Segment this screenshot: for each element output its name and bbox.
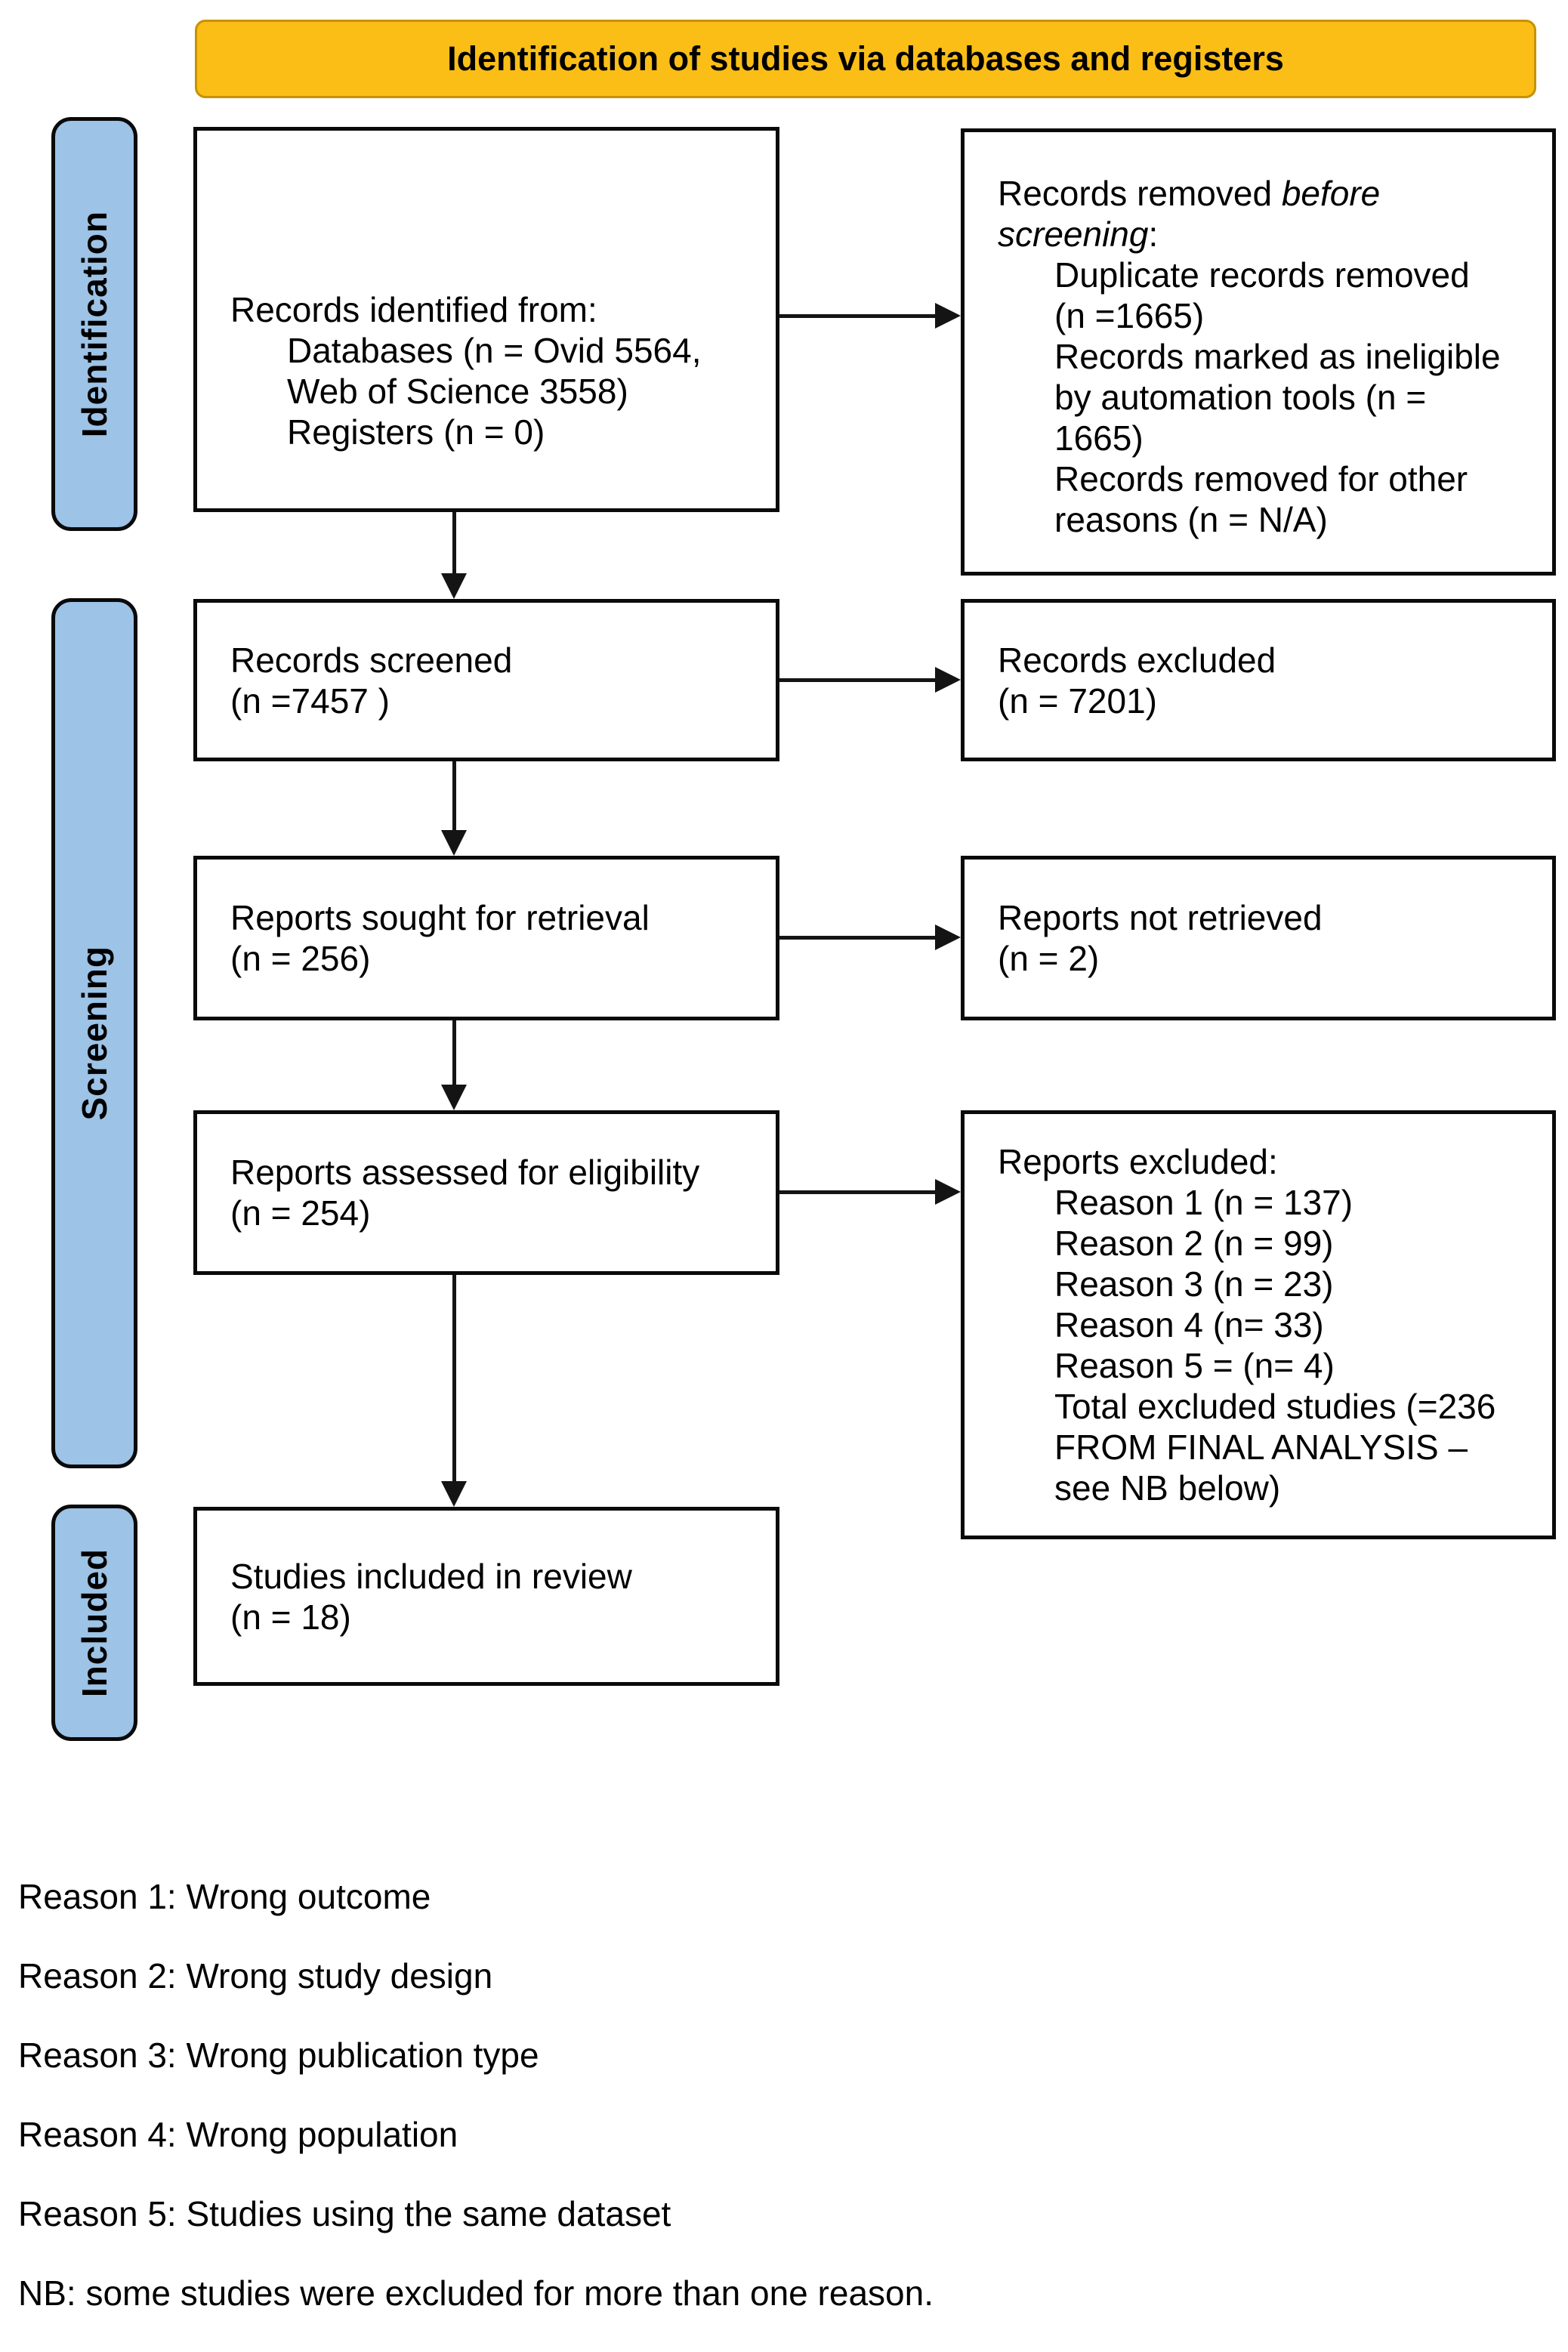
arrow-assessed-to-reportsexcluded-line [779, 1190, 937, 1194]
text-line: Records identified from: [230, 290, 597, 329]
arrow-screened-to-sought-line [452, 761, 456, 831]
text-line: Reason 4: Wrong population [18, 2115, 458, 2154]
text-line: Reason 3 (n = 23) [1054, 1264, 1334, 1304]
arrow-identified-to-removed-head-icon [935, 303, 961, 329]
text-line: see NB below) [1054, 1468, 1281, 1508]
arrow-screened-to-sought-head-icon [441, 830, 467, 856]
stage-label-identification: Identification [51, 117, 137, 531]
box-records-excluded: Records excluded(n = 7201) [961, 599, 1556, 761]
arrow-identified-to-removed-line [779, 314, 937, 318]
stage-label-included: Included [51, 1505, 137, 1741]
banner: Identification of studies via databases … [195, 20, 1536, 98]
arrow-assessed-to-included-line [452, 1275, 456, 1482]
stage-label-screening-text: Screening [75, 946, 114, 1121]
banner-title: Identification of studies via databases … [447, 39, 1284, 78]
arrow-identified-to-screened-line [452, 512, 456, 576]
text-line: Records excluded [998, 640, 1276, 680]
box-studies-included: Studies included in review(n = 18) [193, 1507, 779, 1686]
text-line: Web of Science 3558) [287, 372, 628, 411]
text-line: Reports excluded: [998, 1142, 1278, 1181]
box-reports-excluded: Reports excluded:Reason 1 (n = 137)Reaso… [961, 1110, 1556, 1539]
text-line: (n = 2) [998, 939, 1100, 978]
text-line: Reason 1: Wrong outcome [18, 1877, 431, 1916]
text-line: reasons (n = N/A) [1054, 500, 1328, 539]
text-line: NB: some studies were excluded for more … [18, 2273, 934, 2313]
arrow-sought-to-notretrieved-head-icon [935, 924, 961, 950]
box-records-identified: Records identified from:Databases (n = O… [193, 127, 779, 512]
arrow-sought-to-notretrieved-line [779, 936, 937, 940]
text-line: Total excluded studies (=236 [1054, 1387, 1496, 1426]
text-line: Reason 5: Studies using the same dataset [18, 2194, 671, 2233]
text-line: Records removed for other [1054, 459, 1468, 498]
stage-label-identification-text: Identification [75, 210, 114, 438]
text-line: Records screened [230, 640, 513, 680]
text-line: 1665) [1054, 418, 1144, 458]
text-line: Reason 2 (n = 99) [1054, 1224, 1334, 1263]
text-line: Reports not retrieved [998, 898, 1323, 937]
text-line: Duplicate records removed [1054, 255, 1470, 295]
text-line: Records removed before [998, 174, 1381, 213]
text-line: Reports assessed for eligibility [230, 1153, 700, 1192]
text-line: Databases (n = Ovid 5564, [287, 331, 702, 370]
text-line: (n = 18) [230, 1597, 351, 1637]
text-line: Registers (n = 0) [287, 412, 545, 452]
arrow-identified-to-screened-head-icon [441, 573, 467, 599]
stage-label-included-text: Included [75, 1548, 114, 1698]
text-line: Studies included in review [230, 1556, 632, 1596]
text-line: by automation tools (n = [1054, 378, 1427, 417]
arrow-screened-to-excluded-line [779, 678, 937, 682]
text-line: (n = 7201) [998, 681, 1157, 721]
text-line: (n = 254) [230, 1193, 371, 1233]
text-line: (n =7457 ) [230, 681, 390, 721]
box-reports-assessed: Reports assessed for eligibility(n = 254… [193, 1110, 779, 1275]
arrow-sought-to-assessed-head-icon [441, 1085, 467, 1110]
box-reports-not-retrieved: Reports not retrieved(n = 2) [961, 856, 1556, 1020]
text-line: FROM FINAL ANALYSIS – [1054, 1428, 1468, 1467]
text-line: Reason 3: Wrong publication type [18, 2036, 539, 2075]
text-line: Reason 2: Wrong study design [18, 1956, 493, 1995]
arrow-assessed-to-included-head-icon [441, 1481, 467, 1507]
text-line: (n =1665) [1054, 296, 1205, 335]
text-line: screening: [998, 215, 1159, 254]
text-line: Records marked as ineligible [1054, 337, 1501, 376]
box-reports-sought: Reports sought for retrieval(n = 256) [193, 856, 779, 1020]
box-records-screened: Records screened(n =7457 ) [193, 599, 779, 761]
arrow-sought-to-assessed-line [452, 1020, 456, 1085]
arrow-screened-to-excluded-head-icon [935, 667, 961, 693]
text-line: Reason 5 = (n= 4) [1054, 1346, 1335, 1385]
text-line: (n = 256) [230, 939, 371, 978]
text-line: Reason 4 (n= 33) [1054, 1305, 1324, 1344]
stage-label-screening: Screening [51, 598, 137, 1468]
arrow-assessed-to-reportsexcluded-head-icon [935, 1179, 961, 1205]
text-line: Reports sought for retrieval [230, 898, 650, 937]
text-line: Reason 1 (n = 137) [1054, 1183, 1353, 1222]
